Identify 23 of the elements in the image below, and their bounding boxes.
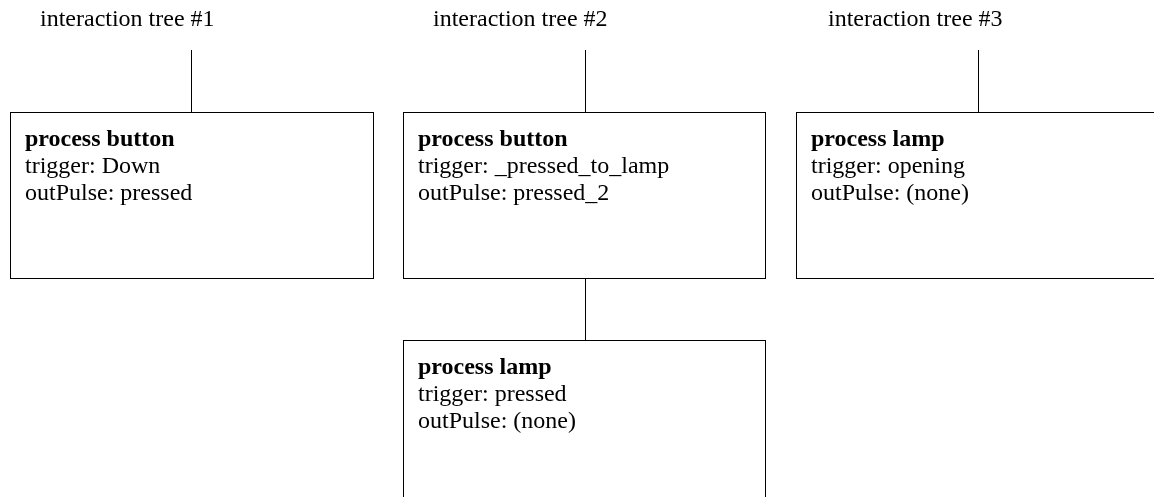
- process-field: trigger: _pressed_to_lamp: [418, 152, 670, 179]
- connector-line: [191, 49, 192, 113]
- process-heading: process lamp: [811, 125, 945, 152]
- process-heading: process lamp: [418, 353, 552, 380]
- process-field: outPulse: (none): [811, 179, 969, 206]
- process-box: [796, 112, 1154, 279]
- process-heading: process button: [25, 125, 175, 152]
- connector-line: [585, 49, 586, 113]
- process-field: trigger: pressed: [418, 380, 567, 407]
- connector-line: [585, 278, 586, 341]
- process-heading: process button: [418, 125, 568, 152]
- process-field: trigger: Down: [25, 152, 161, 179]
- process-field: trigger: opening: [811, 152, 965, 179]
- process-field: outPulse: (none): [418, 407, 576, 434]
- process-field: outPulse: pressed: [25, 179, 193, 206]
- process-field: outPulse: pressed_2: [418, 179, 610, 206]
- process-box: [10, 112, 374, 279]
- tree-title: interaction tree #2: [433, 5, 608, 32]
- connector-line: [978, 49, 979, 113]
- process-box: [403, 340, 766, 497]
- tree-title: interaction tree #1: [40, 5, 215, 32]
- tree-title: interaction tree #3: [828, 5, 1003, 32]
- process-box: [403, 112, 766, 279]
